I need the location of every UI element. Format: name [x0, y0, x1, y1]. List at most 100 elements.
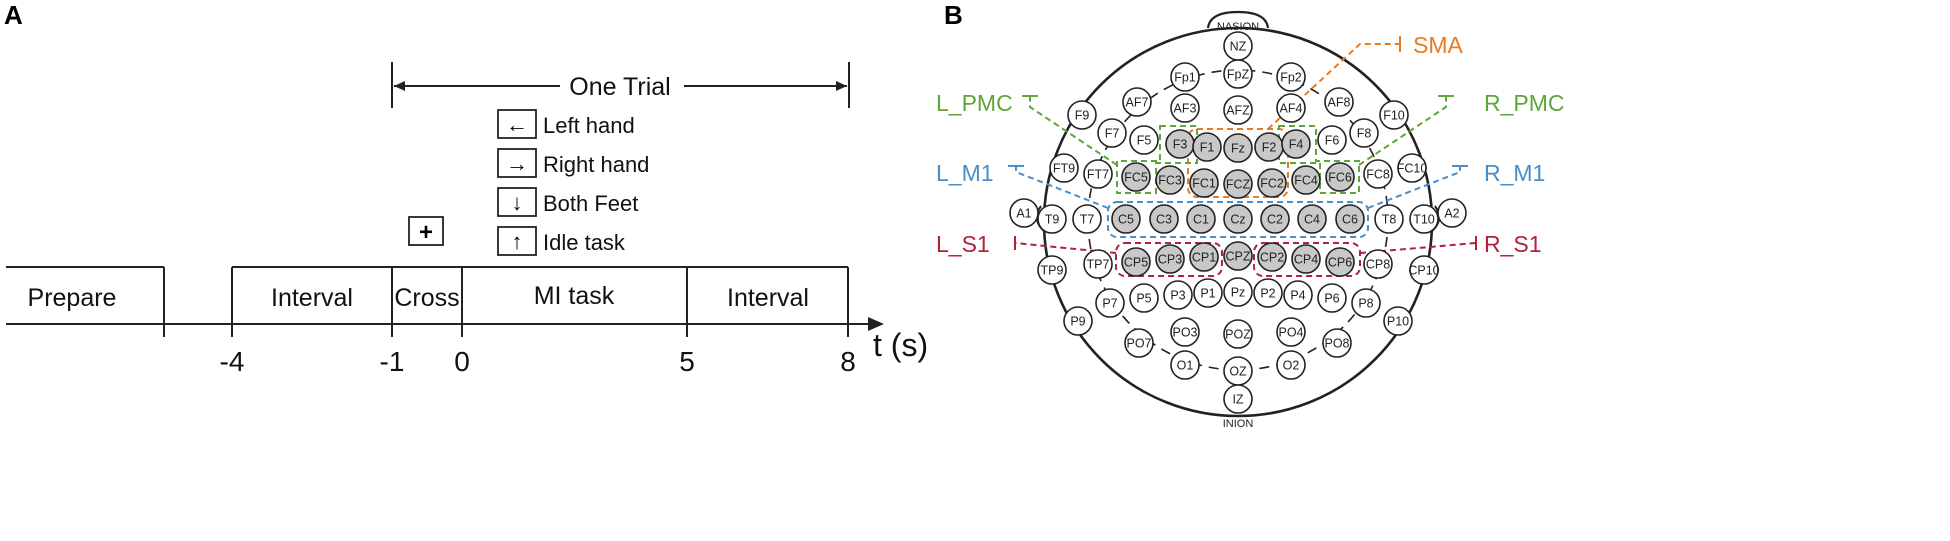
electrode-circle [1283, 280, 1313, 310]
electrode-label: POZ [1225, 328, 1251, 342]
electrode-fpz: FpZ [1223, 59, 1253, 89]
electrode-label: C5 [1118, 213, 1134, 227]
electrode-c2: C2 [1260, 204, 1290, 234]
electrode-circle [1276, 350, 1306, 380]
electrode-cp8: CP8 [1363, 249, 1393, 279]
electrode-poz: POZ [1223, 319, 1253, 349]
electrode-cp1: CP1 [1189, 242, 1219, 272]
electrode-circle [1124, 328, 1154, 358]
electrode-circle [1276, 62, 1306, 92]
electrode-circle [1291, 165, 1321, 195]
electrode-circle [1095, 288, 1125, 318]
l-pmc-label: L_PMC [936, 90, 1013, 116]
electrode-f4: F4 [1281, 129, 1311, 159]
electrode-circle [1097, 118, 1127, 148]
electrode-circle [1072, 204, 1102, 234]
electrode-circle [1223, 384, 1253, 414]
r-s1-box [1253, 242, 1361, 277]
electrode-label: FC10 [1397, 162, 1428, 176]
electrode-p1: P1 [1193, 278, 1223, 308]
electrode-circle [1037, 255, 1067, 285]
electrode-p5: P5 [1129, 283, 1159, 313]
electrode-circle [1149, 204, 1179, 234]
segment-prepare: Prepare [28, 284, 117, 312]
tick-label: 8 [840, 346, 856, 377]
electrode-fp1: Fp1 [1170, 62, 1200, 92]
r-m1-label: R_M1 [1484, 160, 1545, 186]
electrode-af7: AF7 [1122, 87, 1152, 117]
down-arrow-icon: ↓ [512, 190, 523, 215]
electrode-f10: F10 [1379, 100, 1409, 130]
electrode-circle [1276, 93, 1306, 123]
electrode-cp3: CP3 [1155, 244, 1185, 274]
electrode-label: PO4 [1278, 326, 1303, 340]
electrode-label: PO3 [1172, 326, 1197, 340]
electrode-ft9: FT9 [1049, 153, 1079, 183]
legend-left-hand: ← Left hand [497, 109, 635, 139]
electrode-circle [1363, 159, 1393, 189]
l-s1-label: L_S1 [936, 231, 990, 257]
electrode-p6: P6 [1317, 283, 1347, 313]
electrode-a1: A1 [1009, 198, 1039, 228]
electrode-circle [1317, 283, 1347, 313]
electrode-label: AFZ [1226, 104, 1250, 118]
electrode-label: C6 [1342, 213, 1358, 227]
r-s1-label: R_S1 [1484, 231, 1542, 257]
cross-cue: + [408, 216, 444, 246]
electrode-circle [1374, 204, 1404, 234]
electrode-cp6: CP6 [1325, 247, 1355, 277]
electrode-label: O1 [1177, 359, 1194, 373]
electrode-circle [1291, 244, 1321, 274]
electrode-f9: F9 [1067, 100, 1097, 130]
electrode-p9: P9 [1063, 306, 1093, 336]
electrode-af8: AF8 [1324, 87, 1354, 117]
electrode-label: FC6 [1328, 171, 1352, 185]
electrode-label: F5 [1137, 134, 1152, 148]
electrode-o2: O2 [1276, 350, 1306, 380]
electrode-af3: AF3 [1170, 93, 1200, 123]
electrode-circle [1049, 153, 1079, 183]
electrode-circle [1397, 153, 1427, 183]
electrode-label: CP6 [1328, 256, 1352, 270]
electrode-cp2: CP2 [1257, 242, 1287, 272]
left-arrow-icon: ← [506, 112, 528, 137]
electrode-circle [1170, 93, 1200, 123]
electrode-label: A1 [1016, 207, 1031, 221]
electrode-f7: F7 [1097, 118, 1127, 148]
segment-interval: Interval [727, 284, 809, 312]
electrode-label: CP3 [1158, 253, 1182, 267]
electrode-cz: Cz [1223, 204, 1253, 234]
electrode-circle [1186, 204, 1216, 234]
electrode-circle [1223, 204, 1253, 234]
electrode-circle [1067, 100, 1097, 130]
electrode-label: CP4 [1294, 253, 1318, 267]
electrode-circle [1129, 283, 1159, 313]
l-s1-box [1115, 242, 1223, 277]
electrode-circle [1009, 198, 1039, 228]
electrode-f8: F8 [1349, 118, 1379, 148]
electrode-label: FC1 [1192, 177, 1216, 191]
electrode-label: PO7 [1126, 337, 1151, 351]
electrode-label: F3 [1173, 138, 1188, 152]
electrode-circle [1129, 125, 1159, 155]
electrode-label: F1 [1200, 141, 1215, 155]
electrode-label: C2 [1267, 213, 1283, 227]
electrode-p8: P8 [1351, 288, 1381, 318]
electrode-label: T8 [1382, 213, 1397, 227]
electrode-circle [1409, 255, 1439, 285]
electrode-circle [1325, 162, 1355, 192]
electrode-label: O2 [1283, 359, 1300, 373]
legend-label: Idle task [543, 230, 626, 255]
electrode-label: Fz [1231, 142, 1245, 156]
electrode-afz: AFZ [1223, 95, 1253, 125]
electrode-f6: F6 [1317, 125, 1347, 155]
electrode-circle [1437, 198, 1467, 228]
electrode-fz: Fz [1223, 133, 1253, 163]
panel-a-label: A [4, 0, 23, 30]
electrode-fc5: FC5 [1121, 162, 1151, 192]
electrode-circle [1170, 350, 1200, 380]
timeline: Prepare Interval Cross MI task Interval … [6, 266, 928, 377]
electrode-label: P9 [1070, 315, 1085, 329]
